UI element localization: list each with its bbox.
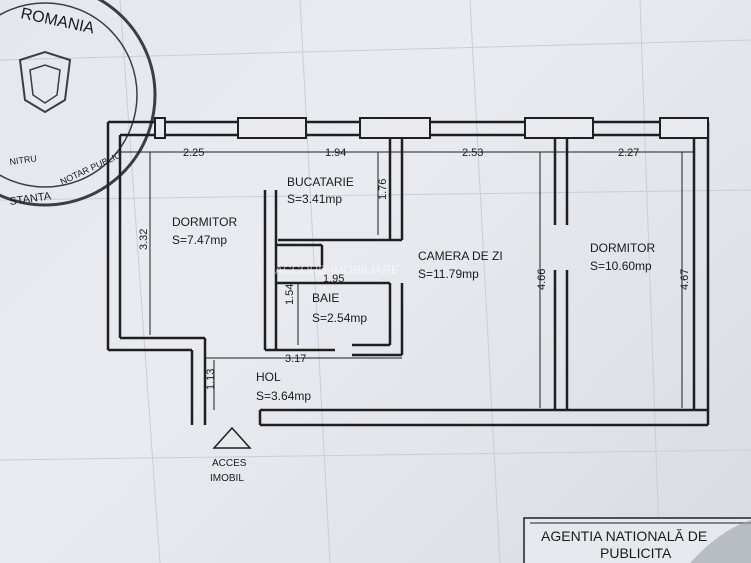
watermark: ACCORD IMOBILIARE: [275, 263, 399, 277]
room-bedroom2-area: S=10.60mp: [590, 259, 652, 273]
windows: [154, 117, 709, 139]
room-bedroom2-name: DORMITOR: [590, 241, 655, 255]
room-living-area: S=11.79mp: [418, 267, 479, 281]
dim-bath-width: 1.95: [323, 273, 344, 285]
dimension-lines: [120, 151, 694, 410]
dim-bed1-height: 3.32: [138, 229, 150, 250]
dim-bed2-height: 4.67: [679, 269, 691, 290]
room-kitchen-area: S=3.41mp: [287, 192, 342, 206]
room-bedroom1-name: DORMITOR: [172, 215, 237, 229]
dim-top-bed1: 2.25: [183, 147, 204, 159]
room-hall-name: HOL: [256, 370, 281, 384]
dim-kitchen-height: 1.76: [377, 179, 389, 200]
dim-top-kitchen: 1.94: [325, 147, 346, 159]
dim-top-living: 2.53: [462, 147, 483, 159]
room-hall-area: S=3.64mp: [256, 389, 311, 403]
stamp-bottom-right: STANTA: [9, 190, 53, 208]
room-kitchen-name: BUCATARIE: [287, 175, 354, 189]
agency-line1: AGENTIA NATIONALĂ DE: [541, 528, 707, 544]
stamp-top-text: ROMANIA: [19, 5, 96, 37]
agency-box: AGENTIA NATIONALĂ DE PUBLICITA: [523, 517, 751, 563]
dim-hall-height: 1.13: [205, 369, 217, 390]
paper-fold: [690, 520, 751, 563]
entrance-icon: [212, 426, 252, 449]
dim-living-height: 4.66: [536, 269, 548, 290]
dim-hall-width: 3.17: [285, 353, 306, 365]
room-living-name: CAMERA DE ZI: [418, 249, 503, 263]
coat-of-arms-icon: [18, 50, 72, 114]
dim-bath-height: 1.54: [284, 284, 296, 305]
dim-top-bed2: 2.27: [618, 147, 639, 159]
notary-stamp: ROMANIA NITRU NOTAR PUBLIC STANTA: [0, 0, 157, 208]
walls: [106, 120, 710, 427]
entrance-label-line1: ACCES: [212, 458, 247, 469]
room-bath-area: S=2.54mp: [312, 311, 367, 325]
entrance-label-line2: IMOBIL: [210, 473, 244, 484]
room-bath-name: BAIE: [312, 291, 339, 305]
room-bedroom1-area: S=7.47mp: [172, 233, 227, 247]
agency-line2: PUBLICITA: [600, 545, 672, 561]
stamp-bottom-left: NITRU: [9, 153, 38, 167]
